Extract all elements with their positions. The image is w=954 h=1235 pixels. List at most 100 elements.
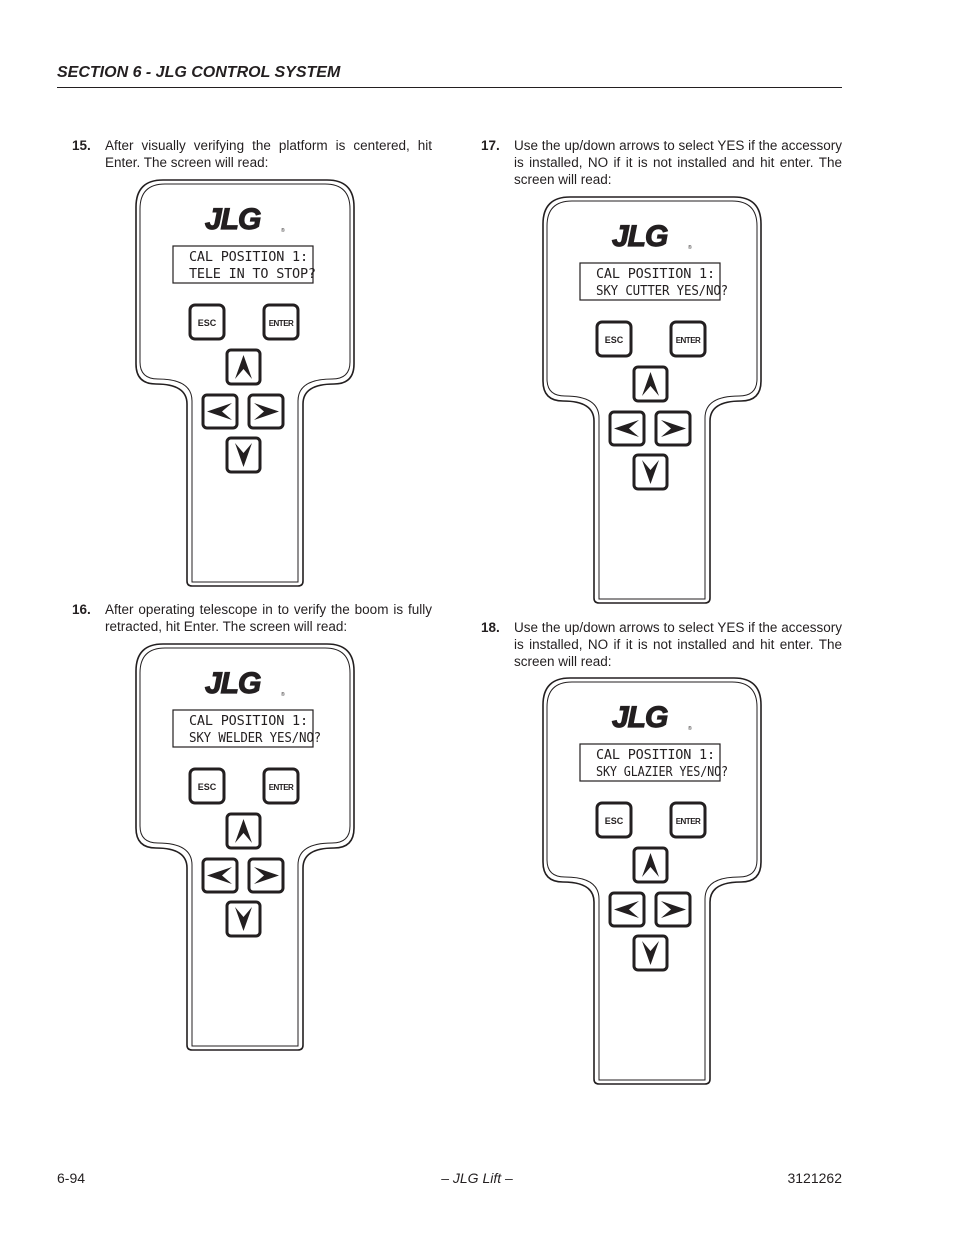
esc-button: ESC [188,303,226,341]
lcd-screen [579,262,721,301]
down-arrow-icon [235,907,252,931]
up-arrow-icon [235,355,252,379]
pendant-illustration: JLG ® CAL POSITION 1: SKY GLAZIER YES/NO… [542,677,762,1085]
enter-label: ENTER [269,319,294,328]
esc-label: ESC [198,782,217,792]
left-arrow-button [201,393,239,430]
esc-label: ESC [605,816,624,826]
pendant-outline-inner [546,681,758,1081]
pendant-outline-inner [139,183,351,583]
left-arrow-icon [614,901,639,918]
footer-page-number: 6-94 [57,1170,86,1186]
enter-button: ENTER [669,801,707,839]
pendant-illustration: JLG ® CAL POSITION 1: SKY CUTTER YES/NO?… [542,196,762,604]
pendant-outline-outer [135,643,355,1051]
pendant-outline-outer [135,179,355,587]
pendant-outline-outer [542,677,762,1085]
right-arrow-icon [661,420,686,437]
down-arrow-button [632,934,669,972]
left-arrow-icon [614,420,639,437]
down-arrow-button [225,436,262,474]
footer-title: – JLG Lift – [441,1170,513,1186]
left-arrow-icon [207,403,232,420]
footer-doc-number: 3121262 [787,1170,842,1186]
esc-label: ESC [198,318,217,328]
down-arrow-button [225,900,262,938]
pendant-outline-outer [542,196,762,604]
svg-text:®: ® [688,244,692,251]
up-arrow-button [632,846,669,884]
jlg-logo: JLG ® [611,700,692,734]
step-15: 15. After visually verifying the platfor… [72,137,432,171]
left-arrow-button [608,891,646,928]
pendant-illustration: JLG ® CAL POSITION 1: TELE IN TO STOP? E… [135,179,355,587]
down-arrow-icon [642,460,659,484]
step-text: After operating telescope in to verify t… [105,602,432,634]
right-arrow-button [654,891,692,928]
svg-text:®: ® [281,227,285,234]
enter-button: ENTER [262,303,300,341]
right-arrow-button [654,410,692,447]
step-16: 16. After operating telescope in to veri… [72,601,432,635]
pendant-outline-inner [546,200,758,600]
step-number: 16. [72,602,91,617]
step-number: 15. [72,138,91,153]
step-text: Use the up/down arrows to select YES if … [514,138,842,187]
pendant-illustration: JLG ® CAL POSITION 1: SKY WELDER YES/NO?… [135,643,355,1051]
left-arrow-button [201,857,239,894]
logo-text: JLG [205,667,261,700]
jlg-logo: JLG ® [204,202,285,236]
lcd-line-1: CAL POSITION 1: [189,713,308,729]
up-arrow-button [225,812,262,850]
lcd-screen [172,245,314,284]
pendant-step-17: JLG ® CAL POSITION 1: SKY CUTTER YES/NO?… [542,196,762,604]
jlg-logo: JLG ® [204,666,285,700]
pendant-step-16: JLG ® CAL POSITION 1: SKY WELDER YES/NO?… [135,643,355,1051]
lcd-screen [172,709,314,748]
esc-button: ESC [595,320,633,358]
jlg-logo: JLG ® [611,219,692,253]
down-arrow-icon [642,941,659,965]
pendant-step-15: JLG ® CAL POSITION 1: TELE IN TO STOP? E… [135,179,355,587]
lcd-line-2: TELE IN TO STOP? [189,266,316,282]
logo-text: JLG [612,701,668,734]
right-arrow-button [247,393,285,430]
right-arrow-icon [661,901,686,918]
svg-text:®: ® [688,725,692,732]
pendant-outline-inner [139,647,351,1047]
up-arrow-icon [235,819,252,843]
step-text: After visually verifying the platform is… [105,138,432,170]
svg-text:®: ® [281,691,285,698]
left-arrow-icon [207,867,232,884]
step-text: Use the up/down arrows to select YES if … [514,620,842,669]
right-arrow-button [247,857,285,894]
lcd-line-1: CAL POSITION 1: [596,747,715,763]
up-arrow-button [225,348,262,386]
lcd-line-2: SKY GLAZIER YES/NO? [596,764,728,780]
right-arrow-icon [254,403,279,420]
section-header: SECTION 6 - JLG CONTROL SYSTEM [57,64,842,88]
enter-label: ENTER [676,817,701,826]
lcd-screen [579,743,721,782]
step-18: 18. Use the up/down arrows to select YES… [481,619,842,670]
pendant-step-18: JLG ® CAL POSITION 1: SKY GLAZIER YES/NO… [542,677,762,1085]
step-17: 17. Use the up/down arrows to select YES… [481,137,842,188]
logo-text: JLG [205,203,261,236]
up-arrow-button [632,365,669,403]
logo-text: JLG [612,220,668,253]
enter-label: ENTER [676,336,701,345]
enter-button: ENTER [262,767,300,805]
enter-label: ENTER [269,783,294,792]
esc-button: ESC [188,767,226,805]
step-number: 18. [481,620,500,635]
down-arrow-button [632,453,669,491]
right-arrow-icon [254,867,279,884]
esc-label: ESC [605,335,624,345]
enter-button: ENTER [669,320,707,358]
up-arrow-icon [642,372,659,396]
down-arrow-icon [235,443,252,467]
esc-button: ESC [595,801,633,839]
lcd-line-1: CAL POSITION 1: [189,249,308,265]
up-arrow-icon [642,853,659,877]
left-arrow-button [608,410,646,447]
